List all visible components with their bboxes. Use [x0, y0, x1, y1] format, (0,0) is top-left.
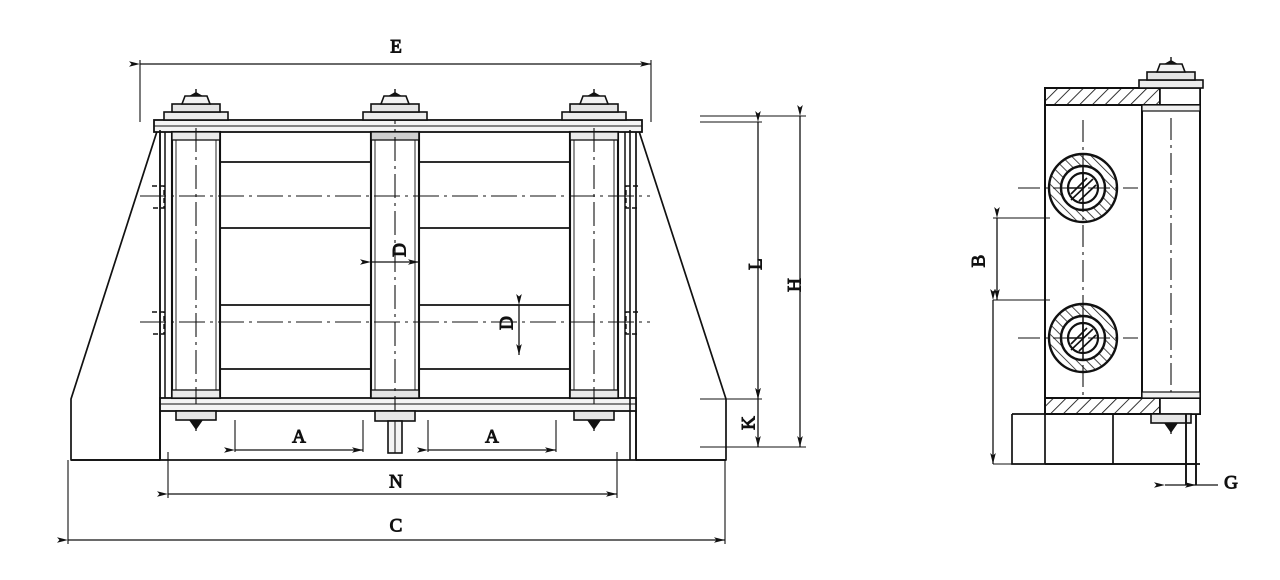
bottom-center-stud	[374, 410, 416, 454]
dimension-label-A-left: A	[292, 426, 306, 447]
top-beam	[153, 119, 643, 133]
centerlines-vertical	[195, 100, 595, 450]
right-tapered-support	[635, 121, 727, 461]
base-frame	[71, 411, 726, 461]
side-view	[1011, 56, 1204, 485]
top-bolt-right	[561, 88, 627, 121]
front-view	[70, 88, 727, 461]
inner-frame-edges	[159, 130, 631, 460]
front-view-dimensions: E A A N C	[57, 36, 806, 544]
dimension-label-N: N	[389, 471, 403, 492]
dimension-A-left	[224, 420, 364, 453]
dimension-E	[129, 60, 652, 122]
side-centerlines	[1018, 118, 1172, 400]
dimension-N	[157, 452, 618, 498]
top-bolt-center	[362, 88, 428, 121]
dimension-label-D-horizontal: D	[389, 243, 410, 257]
dimension-label-E: E	[390, 36, 402, 57]
top-bolt-left	[163, 88, 229, 121]
side-view-dimensions: B G	[968, 207, 1239, 494]
bottom-beam	[159, 397, 637, 412]
dimension-label-B: B	[968, 255, 989, 268]
side-top-plate	[1044, 87, 1201, 106]
dimension-label-C: C	[390, 515, 403, 536]
side-bottom-plate	[1044, 397, 1201, 415]
dimension-label-H: H	[784, 278, 805, 292]
dimension-B	[993, 207, 1050, 301]
dimension-A-right	[417, 420, 557, 453]
dimension-label-L: L	[745, 258, 766, 270]
bottom-bolt-right	[573, 410, 615, 432]
side-bottom-bolt	[1150, 413, 1192, 435]
dimension-K	[700, 388, 762, 448]
dimension-label-K: K	[738, 416, 759, 430]
dimension-label-G: G	[1224, 472, 1238, 493]
dimension-label-A-right: A	[485, 426, 499, 447]
dimension-C	[57, 460, 726, 544]
side-top-bolt	[1138, 56, 1204, 89]
dimension-label-D-vertical: D	[496, 316, 517, 330]
panel-divider-lines	[219, 132, 571, 398]
bottom-bolt-left	[175, 410, 217, 432]
side-overall-height-extension	[990, 289, 1045, 465]
left-tapered-support	[70, 121, 161, 461]
bearing-bracket-marks	[152, 185, 638, 335]
